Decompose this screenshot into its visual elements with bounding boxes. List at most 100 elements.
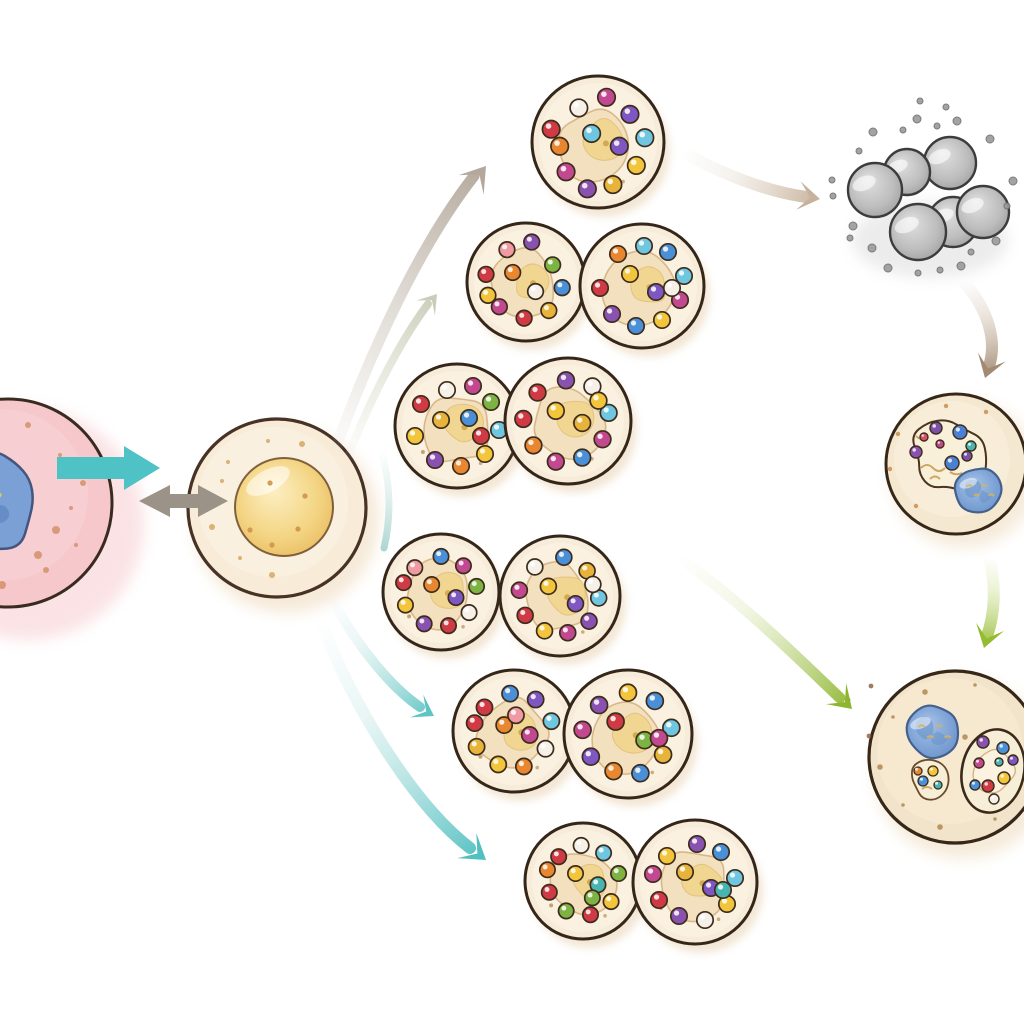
candy-dot [572,836,590,854]
branch-arrow-top [326,166,486,464]
candy-dot [550,136,570,156]
candy-dot [459,408,479,428]
gray-dust-dot [846,234,854,242]
gray-dust-dot [883,263,893,273]
candy-dot [536,739,555,758]
candy-dot [553,279,571,297]
candy-dot [669,906,689,926]
candy-dot [546,401,565,421]
candy-dot [495,716,514,735]
cells-layer [0,74,1024,953]
gray-dust-dot [985,134,995,144]
candy-dot [526,690,545,709]
candy-dot [635,128,655,148]
candy-dot [550,848,568,866]
candy-dot [657,846,677,866]
candy-dot [475,698,494,717]
progenitor-nucleus [0,452,34,551]
progenitor-cell [0,397,114,609]
candy-dot [634,236,654,256]
candy-dot [467,737,486,756]
branch-arrow-fifth [314,614,486,860]
activation-arrow-right [57,446,160,490]
candy-dot [556,162,576,182]
candy-dot [460,604,478,622]
candy-dot [695,910,715,930]
candy-dot [504,263,522,282]
candy-dot [645,691,665,711]
candy-dot [489,755,508,774]
mosaic-cell-pair4-left [381,532,505,659]
candy-dot [546,452,565,471]
gray-dust-dot [868,127,878,137]
gray-dust-dot [912,114,922,124]
candy-dot [437,380,457,400]
candy-dot [447,589,465,607]
stem-cell [186,417,368,599]
activation-arrow-right-shape [57,446,160,490]
differentiated-cell-a [884,392,1024,536]
gray-dust-dot [914,269,922,277]
gray-dust-dot [1008,176,1018,186]
candy-dot [510,581,529,599]
candy-dot [581,906,600,924]
candy-dot [540,301,558,320]
candy-dot [528,383,547,402]
gray-dust-dot [1003,202,1011,210]
gray-dust-dot [916,97,924,105]
candy-dot [582,123,602,144]
candy-dot [439,617,458,635]
candy-dot [603,175,623,195]
candy-dot [471,426,491,446]
candy-dot [520,726,539,744]
candy-dot [674,266,694,286]
arrows-layer [57,146,1006,860]
branch-arc-middle [377,446,393,552]
candy-dot [454,557,472,575]
blue-sphere [905,704,960,760]
candy-dot [555,548,573,567]
candy-dot [451,456,471,476]
mosaic-cell-pair3-left [393,362,525,497]
candy-dot [543,256,562,274]
candy-dot [584,575,602,594]
mosaic-cell-pair5-right [562,668,698,807]
reversion-arrow-double-shape [139,485,228,517]
candy-dot [662,718,681,738]
candy-dot [662,278,682,298]
candy-dot [573,720,592,740]
candy-dot [526,282,545,301]
candy-dot [524,436,543,455]
candy-dot [620,264,640,284]
mosaic-cell-top-single [530,74,670,217]
candy-dot [602,893,620,911]
mini-organelle-blob [911,758,950,801]
candy-dot [523,233,541,251]
candy-dot [475,444,495,464]
candy-dot [432,547,450,565]
candy-dot [538,861,556,879]
candy-dot [465,714,484,733]
candy-dot [635,730,654,750]
candy-dot [626,316,646,336]
candy-dot [604,761,623,781]
gray-dust-dot [942,103,950,111]
candy-dot [675,862,695,882]
candy-dot [557,902,575,920]
candy-dot [490,298,509,316]
candy-dot [580,612,598,630]
candy-dot [618,683,638,703]
candy-dot [653,745,673,764]
gray-dust-dot [867,243,877,253]
candy-dot [514,409,533,429]
candy-dot [620,104,640,124]
candy-dot [396,596,414,614]
candy-dot [649,728,669,748]
candy-dot [479,286,497,304]
spore-cluster [828,97,1018,277]
branch-arrow-fourth [325,591,434,718]
candy-dot [468,577,486,595]
candy-dot [581,747,601,767]
